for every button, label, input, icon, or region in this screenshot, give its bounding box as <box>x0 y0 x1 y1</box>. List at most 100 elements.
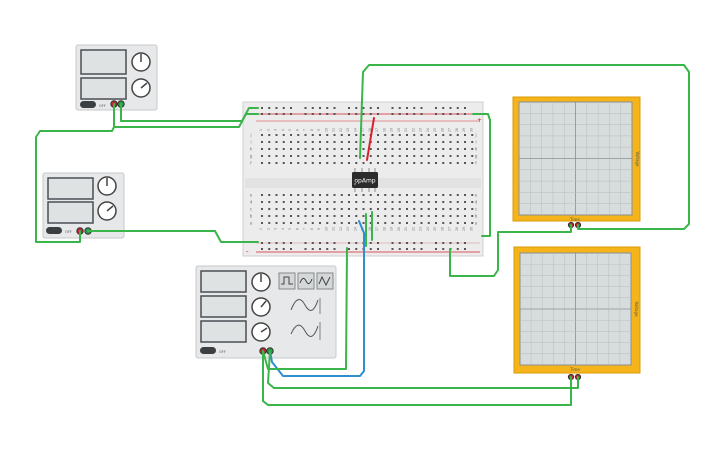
terminal-hole[interactable] <box>464 155 466 157</box>
terminal-hole[interactable] <box>319 155 321 157</box>
rail-hole[interactable] <box>319 113 321 115</box>
rail-hole[interactable] <box>449 107 452 109</box>
terminal-hole[interactable] <box>398 148 401 150</box>
terminal-hole[interactable] <box>362 155 365 157</box>
rail-hole[interactable] <box>413 248 416 250</box>
terminal-hole[interactable] <box>464 148 466 150</box>
terminal-hole[interactable] <box>420 141 423 143</box>
terminal-hole[interactable] <box>471 141 474 143</box>
terminal-hole[interactable] <box>290 215 292 217</box>
terminal-hole[interactable] <box>319 162 321 164</box>
terminal-hole[interactable] <box>333 148 336 150</box>
terminal-hole[interactable] <box>420 148 423 150</box>
terminal-hole[interactable] <box>369 155 372 157</box>
terminal-hole[interactable] <box>398 208 401 210</box>
rail-hole[interactable] <box>442 248 445 250</box>
terminal-hole[interactable] <box>406 162 408 164</box>
terminal-hole[interactable] <box>406 201 408 203</box>
terminal-hole[interactable] <box>362 134 365 136</box>
terminal-hole[interactable] <box>442 155 445 157</box>
terminal-hole[interactable] <box>340 148 343 150</box>
terminal-hole[interactable] <box>464 222 466 224</box>
terminal-hole[interactable] <box>456 141 459 143</box>
rail-hole[interactable] <box>268 248 271 250</box>
terminal-hole[interactable] <box>442 162 445 164</box>
terminal-hole[interactable] <box>442 141 445 143</box>
triangle-wave-button[interactable] <box>297 272 315 290</box>
terminal-hole[interactable] <box>275 155 278 157</box>
terminal-hole[interactable] <box>406 222 408 224</box>
terminal-hole[interactable] <box>326 134 329 136</box>
terminal-hole[interactable] <box>427 148 430 150</box>
terminal-hole[interactable] <box>377 222 379 224</box>
function-generator[interactable]: OFF <box>195 265 337 359</box>
rail-hole[interactable] <box>275 242 278 244</box>
wire-fg-to-scope2-positive[interactable] <box>267 350 579 389</box>
rail-hole[interactable] <box>355 248 358 250</box>
terminal-hole[interactable] <box>377 208 379 210</box>
terminal-hole[interactable] <box>413 201 416 203</box>
power-supply-2[interactable]: OFF <box>42 172 125 239</box>
rail-hole[interactable] <box>420 113 423 115</box>
rail-hole[interactable] <box>304 113 307 115</box>
terminal-hole[interactable] <box>304 222 307 224</box>
wire-supply1-to-top-rail-2[interactable] <box>120 103 259 122</box>
terminal-hole[interactable] <box>471 201 474 203</box>
rail-hole[interactable] <box>420 248 423 250</box>
sine-wave-button[interactable] <box>316 272 334 290</box>
rail-hole[interactable] <box>377 113 379 115</box>
terminal-hole[interactable] <box>398 222 401 224</box>
rail-hole[interactable] <box>348 248 350 250</box>
terminal-hole[interactable] <box>377 134 379 136</box>
terminal-hole[interactable] <box>427 162 430 164</box>
terminal-hole[interactable] <box>297 155 300 157</box>
terminal-hole[interactable] <box>362 215 365 217</box>
terminal-hole[interactable] <box>456 201 459 203</box>
terminal-hole[interactable] <box>326 208 329 210</box>
terminal-hole[interactable] <box>340 141 343 143</box>
terminal-hole[interactable] <box>377 215 379 217</box>
terminal-hole[interactable] <box>384 141 387 143</box>
terminal-hole[interactable] <box>362 201 365 203</box>
wire-fg-to-board[interactable] <box>262 247 348 370</box>
terminal-hole[interactable] <box>333 194 336 196</box>
terminal-hole[interactable] <box>333 141 336 143</box>
rail-hole[interactable] <box>377 107 379 109</box>
terminal-hole[interactable] <box>427 155 430 157</box>
rail-hole[interactable] <box>304 242 307 244</box>
terminal-hole[interactable] <box>348 215 350 217</box>
terminal-hole[interactable] <box>290 194 292 196</box>
wire-supply1-to-top-rail[interactable] <box>113 103 259 128</box>
terminal-hole[interactable] <box>311 208 314 210</box>
terminal-hole[interactable] <box>398 162 401 164</box>
terminal-hole[interactable] <box>268 215 271 217</box>
terminal-hole[interactable] <box>377 201 379 203</box>
terminal-hole[interactable] <box>304 148 307 150</box>
terminal-hole[interactable] <box>413 162 416 164</box>
rail-hole[interactable] <box>333 242 336 244</box>
terminal-hole[interactable] <box>384 222 387 224</box>
rail-hole[interactable] <box>456 107 459 109</box>
terminal-hole[interactable] <box>275 194 278 196</box>
rail-hole[interactable] <box>362 107 365 109</box>
terminal-hole[interactable] <box>348 162 350 164</box>
terminal-hole[interactable] <box>391 148 394 150</box>
terminal-hole[interactable] <box>413 215 416 217</box>
rail-hole[interactable] <box>311 248 314 250</box>
rail-hole[interactable] <box>420 242 423 244</box>
terminal-hole[interactable] <box>420 201 423 203</box>
terminal-hole[interactable] <box>304 134 307 136</box>
terminal-hole[interactable] <box>435 141 437 143</box>
terminal-hole[interactable] <box>311 222 314 224</box>
terminal-hole[interactable] <box>261 155 263 157</box>
terminal-hole[interactable] <box>471 162 474 164</box>
terminal-hole[interactable] <box>464 194 466 196</box>
terminal-hole[interactable] <box>362 194 365 196</box>
terminal-hole[interactable] <box>427 134 430 136</box>
terminal-hole[interactable] <box>333 201 336 203</box>
rail-hole[interactable] <box>319 248 321 250</box>
terminal-hole[interactable] <box>333 155 336 157</box>
terminal-hole[interactable] <box>427 208 430 210</box>
terminal-hole[interactable] <box>384 155 387 157</box>
terminal-hole[interactable] <box>398 134 401 136</box>
